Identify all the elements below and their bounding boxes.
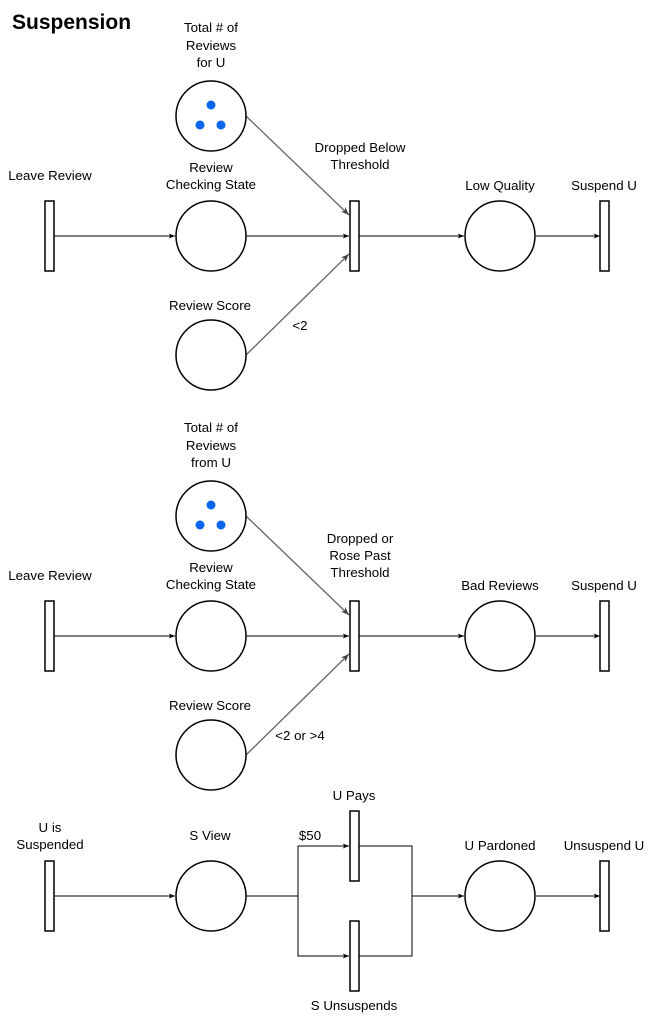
arc-total-to-dropped <box>245 115 350 216</box>
token <box>206 500 216 510</box>
label-suspend-u: Suspend U <box>571 178 637 193</box>
token <box>206 100 216 110</box>
place-bad-reviews <box>464 600 536 672</box>
label-total-line1: Total # of <box>184 20 238 35</box>
transition-s-unsuspends <box>349 920 360 992</box>
transition-u-is-suspended <box>44 860 55 932</box>
token <box>195 520 205 530</box>
transition-suspend-u <box>599 200 610 272</box>
label-checking-line2: Checking State <box>166 177 256 192</box>
label-dropped-line1: Dropped or <box>327 531 394 546</box>
label-suspend-u: Suspend U <box>571 578 637 593</box>
label-bad-reviews: Bad Reviews <box>461 578 539 593</box>
label-u-pays: U Pays <box>333 788 376 803</box>
label-total-line2: Reviews <box>186 438 237 453</box>
label-total-line3: from U <box>191 455 231 470</box>
place-review-checking-state <box>175 600 247 672</box>
label-s-unsuspends: S Unsuspends <box>311 998 398 1013</box>
label-price: $50 <box>299 828 321 843</box>
label-total-line2: Reviews <box>186 38 237 53</box>
label-total-line1: Total # of <box>184 420 238 435</box>
label-checking-line2: Checking State <box>166 577 256 592</box>
label-leave-review: Leave Review <box>8 568 92 583</box>
place-total-reviews-for-u <box>175 80 247 152</box>
label-checking-line1: Review <box>189 160 233 175</box>
arc-s-unsuspends-to-join <box>359 896 413 957</box>
label-s-view: S View <box>189 828 231 843</box>
token <box>216 120 226 130</box>
label-dropped-line3: Threshold <box>330 565 389 580</box>
place-review-score <box>175 319 247 391</box>
label-u-is-suspended-line2: Suspended <box>16 837 83 852</box>
label-dropped-line2: Rose Past <box>329 548 391 563</box>
place-total-reviews-from-u <box>175 480 247 552</box>
label-checking-line1: Review <box>189 560 233 575</box>
place-low-quality <box>464 200 536 272</box>
net-bad-reviews: Leave Review Total # of Reviews from U R… <box>8 420 637 791</box>
transition-u-pays <box>349 810 360 882</box>
label-u-is-suspended-line1: U is <box>39 820 62 835</box>
label-total-line3: for U <box>197 55 226 70</box>
arc-s-view-to-u-pays <box>246 843 349 897</box>
transition-dropped-or-rose-past-threshold <box>349 600 360 672</box>
transition-unsuspend-u <box>599 860 610 932</box>
label-dropped-line2: Threshold <box>330 157 389 172</box>
label-guard: <2 <box>292 318 307 333</box>
arc-s-view-to-s-unsuspends <box>297 896 349 959</box>
place-review-checking-state <box>175 200 247 272</box>
transition-suspend-u <box>599 600 610 672</box>
label-review-score: Review Score <box>169 698 251 713</box>
label-guard: <2 or >4 <box>275 728 325 743</box>
place-s-view <box>175 860 247 932</box>
token <box>195 120 205 130</box>
diagram-title: Suspension <box>12 11 131 34</box>
place-u-pardoned <box>464 860 536 932</box>
net-unsuspend: U is Suspended S View U Pays $50 S Unsus… <box>16 788 644 1013</box>
transition-leave-review <box>44 600 55 672</box>
transition-leave-review <box>44 200 55 272</box>
arc-score-to-dropped <box>245 653 350 756</box>
arc-u-pays-to-join <box>359 845 413 896</box>
label-leave-review: Leave Review <box>8 168 92 183</box>
label-u-pardoned: U Pardoned <box>465 838 536 853</box>
net-low-quality: Leave Review Total # of Reviews for U Re… <box>8 20 637 391</box>
place-review-score <box>175 719 247 791</box>
arc-total-to-dropped <box>245 515 350 616</box>
label-low-quality: Low Quality <box>465 178 535 193</box>
arc-score-to-dropped <box>245 253 350 356</box>
label-review-score: Review Score <box>169 298 251 313</box>
transition-dropped-below-threshold <box>349 200 360 272</box>
label-dropped-line1: Dropped Below <box>315 140 406 155</box>
token <box>216 520 226 530</box>
label-unsuspend-u: Unsuspend U <box>564 838 645 853</box>
